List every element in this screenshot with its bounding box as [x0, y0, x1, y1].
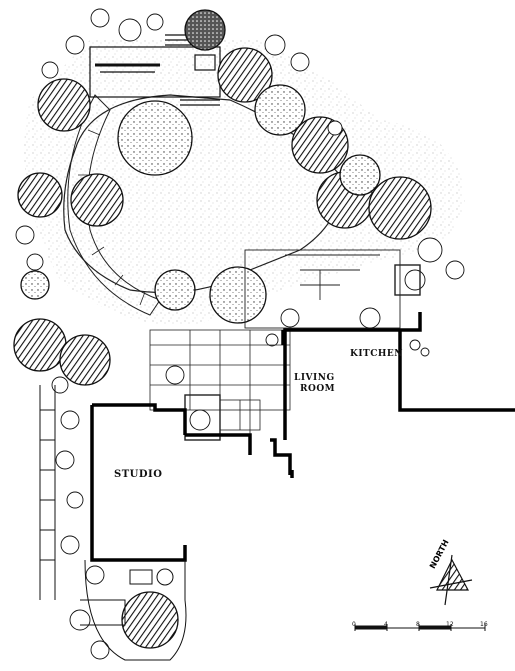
- scale-label-16: 16: [480, 621, 488, 628]
- studio-label: STUDIO: [114, 469, 163, 480]
- terrace-pavers: [149, 329, 291, 441]
- scale-label-0: 0: [352, 621, 356, 628]
- living-room-label-line2: ROOM: [300, 384, 336, 394]
- house-walls: [90, 312, 515, 562]
- scale-bar: [354, 624, 486, 631]
- north-arrow-icon: [429, 554, 473, 606]
- living-room-label-line1: LIVING: [294, 373, 335, 383]
- tree-canopies: [13, 9, 432, 649]
- brick-wall: [39, 385, 56, 600]
- studio-garden: [80, 559, 187, 661]
- kitchen-terrace: [244, 249, 421, 329]
- kitchen-label: KITCHEN: [350, 349, 403, 359]
- scale-label-12: 12: [446, 621, 454, 628]
- scale-label-8: 8: [416, 621, 420, 628]
- scale-label-4: 4: [384, 621, 388, 628]
